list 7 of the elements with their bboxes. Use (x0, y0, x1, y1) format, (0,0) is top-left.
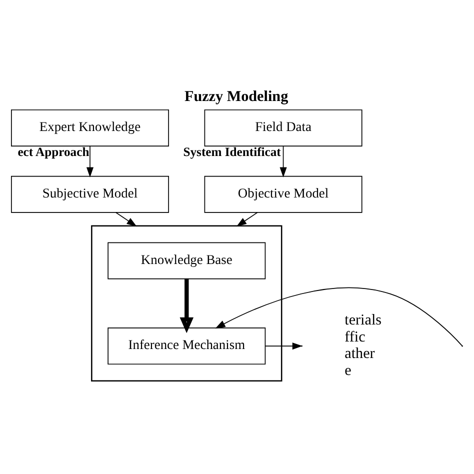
edge-label: ect Approach (18, 145, 90, 160)
label: ffic (344, 329, 366, 346)
label: terials (344, 312, 382, 329)
label: ather (344, 346, 375, 362)
diagram-title: Fuzzy Modeling (184, 88, 288, 105)
label: e (344, 362, 352, 379)
edge-label: System Identificat (183, 145, 281, 160)
